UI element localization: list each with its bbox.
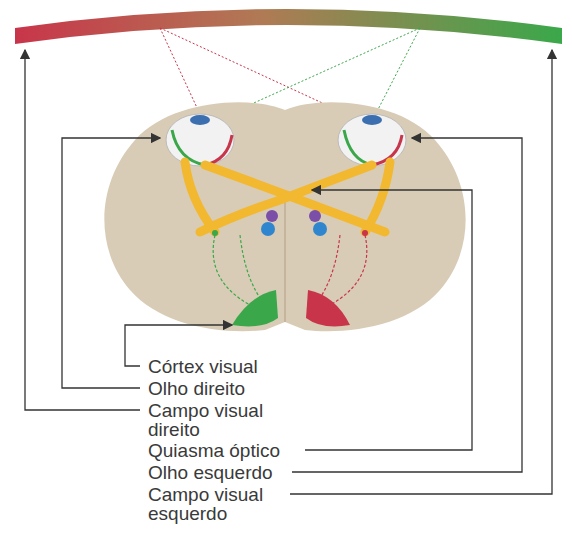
brain-outline (104, 102, 465, 331)
leader-line (290, 50, 552, 494)
nucleus (261, 222, 275, 236)
optic-nerve (185, 162, 215, 232)
visual-cortex-left (306, 290, 350, 326)
visual-cortex-right (232, 290, 278, 326)
part-label: Córtex visual (148, 357, 348, 376)
optic-nerves (185, 162, 390, 232)
left-eye (338, 114, 406, 166)
optic-nerve (365, 162, 390, 232)
leader-lines (25, 50, 552, 494)
nucleus (266, 210, 278, 222)
visual-field-band (15, 9, 562, 44)
optic-radiation (213, 235, 250, 305)
eyeball (338, 114, 406, 166)
leader-line (292, 138, 522, 472)
retina-temporal (344, 130, 372, 165)
part-label: Campo visual direito (148, 401, 288, 439)
retina-temporal (205, 135, 232, 165)
part-label: Olho direito (148, 379, 348, 398)
part-label: Olho esquerdo (148, 463, 348, 482)
leader-line (305, 190, 472, 450)
right-eye (166, 114, 234, 166)
nucleus (309, 210, 321, 222)
eyeball (166, 114, 234, 166)
optic-nerve (200, 165, 372, 232)
iris (190, 115, 210, 125)
nucleus (313, 222, 327, 236)
iris (362, 115, 382, 125)
part-label: Quiasma óptico (148, 441, 348, 460)
optic-radiation (240, 235, 265, 305)
optic-radiation (330, 235, 367, 305)
brain-fissure (284, 200, 286, 322)
leader-line (25, 50, 140, 410)
leader-line (62, 138, 160, 388)
part-label: Campo visual esquerdo (148, 485, 288, 523)
